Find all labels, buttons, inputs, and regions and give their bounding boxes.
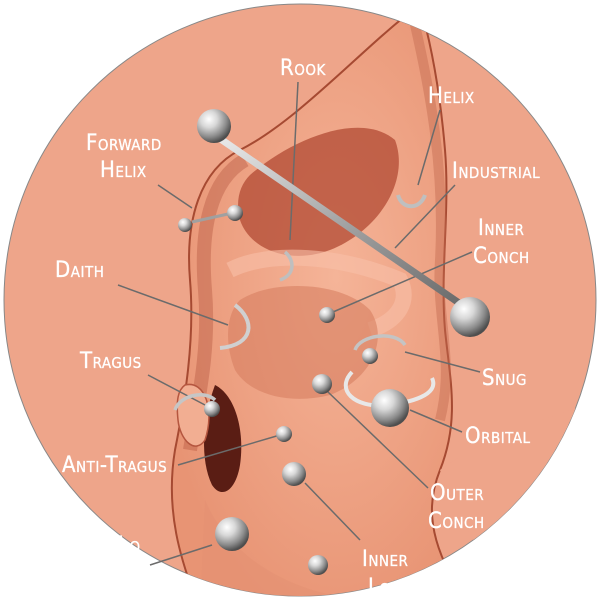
anti-tragus-stud [276, 426, 292, 442]
snug-stud [362, 348, 378, 364]
leader-lines [117, 81, 481, 566]
label-inner-lobe-line2: Lo [368, 575, 391, 600]
lobe [200, 500, 380, 596]
label-orbital: Orbital [465, 424, 531, 449]
label-tragus: Tragus [79, 349, 142, 374]
industrial-ball-top [197, 109, 231, 143]
label-inner-lobe-line1: Inner [362, 547, 408, 572]
conch-bowl [228, 286, 378, 399]
inner-conch-stud [319, 307, 335, 323]
label-forward-helix-line2: Helix [100, 158, 147, 183]
forward-helix-bar [191, 212, 229, 224]
label-helix: Helix [428, 84, 475, 109]
inner-lobe-stud [282, 462, 306, 486]
leader-helix [417, 109, 441, 186]
label-industrial: Industrial [452, 159, 540, 184]
tragus-ring [173, 393, 217, 411]
leader-daith [117, 284, 229, 326]
label-forward-helix-line1: Forward [86, 131, 162, 156]
leader-orbital [409, 409, 463, 433]
daith-ring [219, 303, 251, 350]
label-daith: Daith [55, 258, 104, 283]
rook-ring [279, 250, 294, 282]
tragus-stud [204, 401, 220, 417]
leader-rook [289, 81, 299, 241]
label-outer-conch-line2: Conch [428, 509, 485, 534]
upper-fossa [238, 127, 399, 256]
outer-conch-stud [312, 374, 332, 394]
label-outer-conch-line1: Outer [430, 481, 484, 506]
leader-inner-lobe [304, 482, 361, 541]
label-snug: Snug [482, 366, 527, 391]
forward-helix-stud-2 [227, 205, 243, 221]
jewelry [173, 109, 490, 575]
leader-inner-conch [332, 251, 473, 313]
industrial-ball-bottom [450, 297, 490, 337]
lobe-stud [215, 517, 249, 551]
leader-forward-helix [157, 184, 193, 209]
orbital-ball [371, 389, 409, 427]
antihelix [226, 249, 412, 338]
helix-ring [396, 194, 427, 209]
lower-lobe-stud [308, 555, 328, 575]
industrial-bar [218, 136, 466, 309]
label-inner-conch-line1: Inner [478, 216, 524, 241]
label-lobe-partial: Lo [118, 533, 141, 558]
label-inner-conch-line2: Conch [473, 244, 530, 269]
label-rook: Rook [280, 56, 326, 81]
labels: Rook Helix Forward Helix Industrial Inne… [55, 56, 540, 600]
leader-outer-conch [327, 391, 429, 489]
label-anti-tragus: Anti-Tragus [62, 453, 167, 478]
leader-industrial [394, 184, 456, 249]
leader-lobe [149, 544, 213, 566]
leader-snug [404, 351, 481, 373]
snug-ring [353, 334, 407, 351]
forward-helix-stud-1 [178, 218, 192, 232]
leader-tragus [147, 374, 206, 406]
leader-anti-tragus [177, 434, 281, 466]
